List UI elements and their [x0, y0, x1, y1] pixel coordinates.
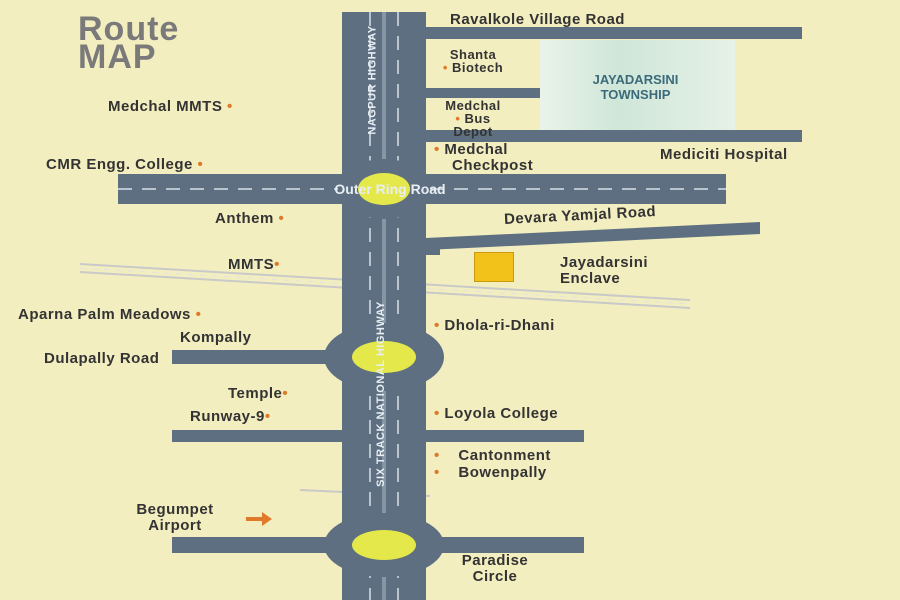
enclave-link-road [426, 239, 440, 255]
place-cantonment: • Cantonment [434, 447, 551, 464]
kompally-roundabout [324, 323, 444, 391]
place-ravalkole-road: Ravalkole Village Road [450, 11, 625, 28]
place-paradise-circle: Paradise Circle [461, 552, 529, 585]
highway-south-label: SIX TRACK NATIONAL HIGHWAY [374, 301, 387, 487]
place-bowenpally: • Bowenpally [434, 464, 547, 481]
place-begumpet-airport: Begumpet Airport [136, 501, 214, 534]
place-temple: Temple• [228, 385, 289, 402]
place-anthem: Anthem • [215, 210, 285, 227]
arrow-right-icon [246, 512, 272, 526]
township-label: JAYADARSINI TOWNSHIP [548, 72, 723, 102]
place-dhola-ri-dhani: • Dhola-ri-Dhani [434, 317, 555, 334]
place-runway-9: Runway-9• [190, 408, 271, 425]
place-medchal-bus-depot: Medchal • Bus Depot [445, 98, 501, 139]
township-line1: JAYADARSINI [592, 72, 679, 87]
map-title-line2: MAP [78, 38, 157, 76]
township-line2: TOWNSHIP [600, 87, 671, 102]
highway-north-label: NAGPUR HIGHWAY [366, 25, 379, 135]
map-title-line1: Route [78, 10, 180, 48]
devara-yamjal-road [426, 222, 760, 250]
place-medchal-mmts: Medchal MMTS • [108, 98, 233, 115]
place-aparna-palm-meadows: Aparna Palm Meadows • [18, 306, 202, 323]
enclave-marker [474, 252, 514, 282]
ravalkole-road [426, 27, 802, 39]
bus-depot-road [426, 88, 541, 98]
mediciti-road [426, 130, 802, 142]
place-mediciti-hospital: Mediciti Hospital [660, 146, 788, 163]
place-cmr-college: CMR Engg. College • [46, 156, 204, 173]
place-mmts: MMTS• [228, 256, 280, 273]
place-dulapally-road: Dulapally Road [44, 350, 160, 367]
paradise-roundabout [324, 513, 444, 577]
township-area [540, 40, 735, 130]
outer-ring-road-label: Outer Ring Road [334, 181, 446, 197]
place-shanta-biotech: Shanta • Biotech [442, 47, 504, 75]
place-medchal-checkpost: • Medchal Checkpost [434, 141, 534, 174]
place-kompally: Kompally [180, 329, 252, 346]
place-loyola-college: • Loyola College [434, 405, 559, 422]
place-jayadarsini-enclave: Jayadarsini Enclave [560, 254, 649, 287]
orr-roundabout [338, 159, 430, 219]
